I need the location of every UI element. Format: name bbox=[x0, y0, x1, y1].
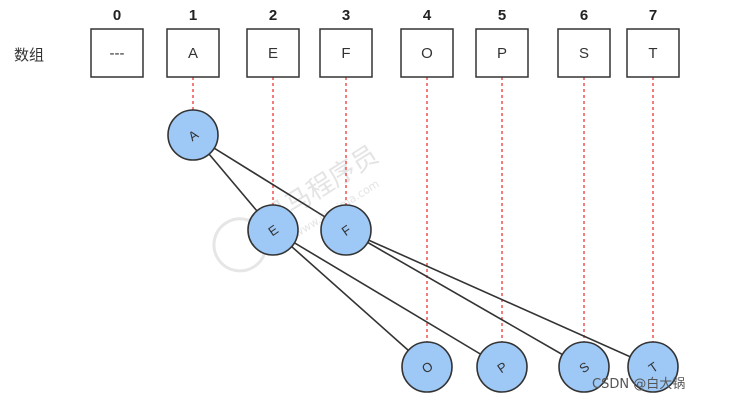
footer-credit: CSDN @白大锅 bbox=[592, 376, 685, 392]
tree-node-S: S bbox=[558, 341, 610, 393]
array-index-4: 4 bbox=[423, 7, 432, 24]
tree-node-circle bbox=[627, 341, 679, 393]
array-cell-6 bbox=[557, 28, 611, 78]
tree-node-E: E bbox=[247, 204, 299, 256]
array-cell-5 bbox=[475, 28, 529, 78]
array-cell-3 bbox=[319, 28, 373, 78]
array-indices: 0 1 2 3 4 5 6 7 bbox=[113, 7, 657, 24]
array-cell-value-3: F bbox=[341, 45, 350, 62]
watermark: 黑马程序员www.itheima.com bbox=[212, 140, 384, 273]
array-cells: --- A E F O P S T bbox=[90, 28, 680, 78]
array-index-3: 3 bbox=[342, 7, 350, 24]
array-index-7: 7 bbox=[649, 7, 657, 24]
array-index-5: 5 bbox=[498, 7, 506, 24]
edge-E-P bbox=[272, 229, 503, 368]
array-index-2: 2 bbox=[269, 7, 277, 24]
tree-node-circle bbox=[558, 341, 610, 393]
tree-node-A: A bbox=[167, 109, 219, 161]
tree-node-O: O bbox=[401, 341, 453, 393]
edge-E-O bbox=[272, 229, 428, 368]
tree-node-T: T bbox=[627, 341, 679, 393]
array-index-1: 1 bbox=[189, 7, 197, 24]
tree-node-circle bbox=[401, 341, 453, 393]
edge-A-F bbox=[192, 134, 347, 231]
array-cell-1 bbox=[166, 28, 220, 78]
array-cell-7 bbox=[626, 28, 680, 78]
array-cell-value-2: E bbox=[268, 45, 278, 62]
tree-node-circle bbox=[167, 109, 219, 161]
array-cell-value-5: P bbox=[497, 45, 507, 62]
tree-node-circle bbox=[247, 204, 299, 256]
tree-node-F: F bbox=[320, 204, 372, 256]
array-cell-2 bbox=[246, 28, 300, 78]
array-row-label: 数组 bbox=[14, 46, 44, 64]
edge-F-T bbox=[345, 229, 654, 368]
tree-node-circle bbox=[320, 204, 372, 256]
array-cell-value-7: T bbox=[648, 45, 657, 62]
array-index-6: 6 bbox=[580, 7, 588, 24]
tree-node-P: P bbox=[476, 341, 528, 393]
array-cell-value-1: A bbox=[188, 45, 198, 62]
array-cell-value-4: O bbox=[421, 45, 433, 62]
edge-F-S bbox=[345, 229, 585, 368]
tree-node-circle bbox=[476, 341, 528, 393]
array-index-0: 0 bbox=[113, 7, 121, 24]
array-cell-value-0: --- bbox=[110, 45, 125, 62]
array-cell-value-6: S bbox=[579, 45, 589, 62]
array-cell-0 bbox=[90, 28, 144, 78]
array-cell-4 bbox=[400, 28, 454, 78]
